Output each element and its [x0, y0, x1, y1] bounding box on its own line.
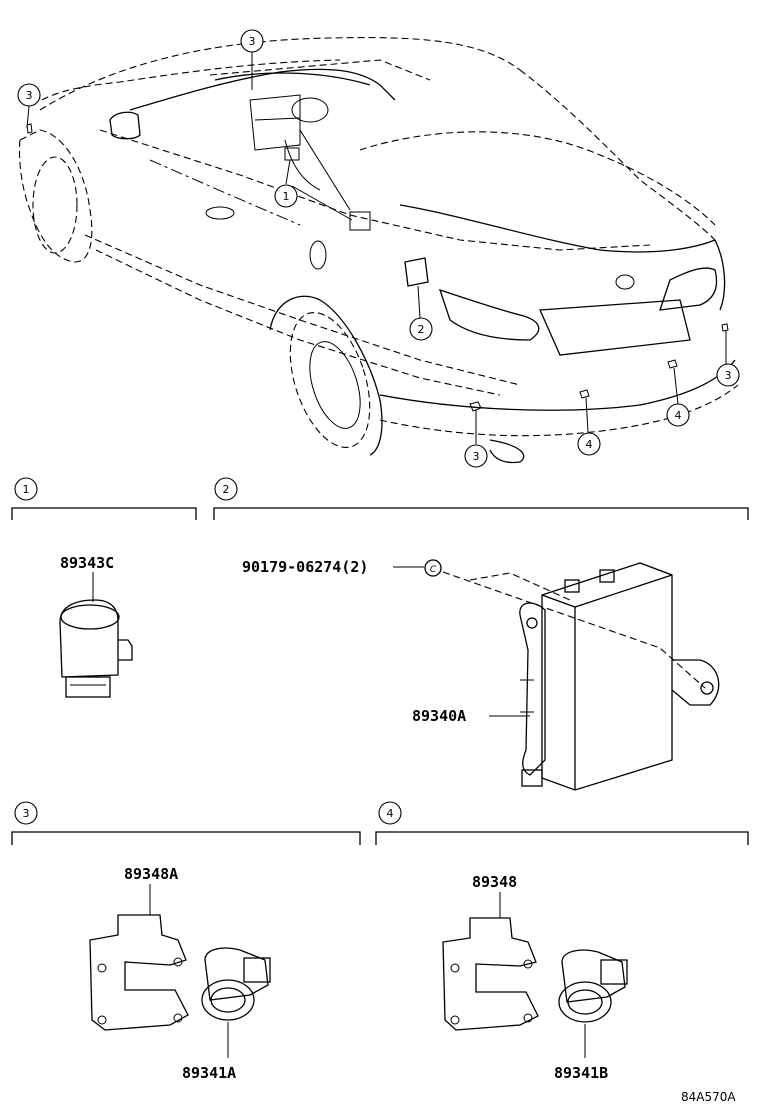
figure-code: 84A570A	[681, 1090, 736, 1104]
section-number: 3	[23, 807, 30, 820]
section-3: 3 89348A 89341A	[11, 801, 361, 1082]
callout-label: 3	[473, 450, 480, 463]
callout-1-car: 1	[274, 184, 298, 208]
sensor-retainer-part	[442, 917, 539, 1031]
callout-label: 1	[283, 190, 290, 203]
section-4: 4 89348 89341B	[375, 801, 749, 1082]
section-1: 1 89343C	[11, 477, 197, 698]
callout-label: 3	[249, 35, 256, 48]
illumination-sensor-part	[59, 599, 133, 698]
callout-4-rear-right: 4	[666, 403, 690, 427]
callout-2-car: 2	[409, 317, 433, 341]
parking-sensor-part	[558, 949, 628, 1023]
callout-label: 2	[418, 323, 425, 336]
ecu-part	[519, 562, 720, 791]
section-number: 1	[23, 483, 30, 496]
part-number-90179-06274[interactable]: 90179-06274(2)	[242, 558, 368, 576]
car-overview: 3 3 1 2 3 3 4 4	[17, 29, 740, 468]
callout-3-rear-left: 3	[464, 444, 488, 468]
callout-4-rear-center: 4	[577, 432, 601, 456]
part-number-89348[interactable]: 89348	[472, 873, 517, 891]
part-number-89348A[interactable]: 89348A	[124, 865, 178, 883]
svg-text:C: C	[430, 565, 437, 575]
section-number: 2	[223, 483, 230, 496]
sensor-retainer-part	[89, 914, 189, 1031]
parking-sensor-part	[201, 947, 271, 1021]
callout-label: 3	[26, 89, 33, 102]
part-number-89341A[interactable]: 89341A	[182, 1064, 236, 1082]
callout-label: 4	[586, 438, 593, 451]
callout-label: 3	[725, 369, 732, 382]
callout-3-rear-right: 3	[716, 363, 740, 387]
section-number: 4	[387, 807, 394, 820]
part-number-89340A[interactable]: 89340A	[412, 707, 466, 725]
callout-3-top: 3	[240, 29, 264, 53]
section-2: 2 90179-06274(2) C 89340A	[213, 477, 749, 791]
callout-3-front: 3	[17, 83, 41, 107]
part-number-89341B[interactable]: 89341B	[554, 1064, 608, 1082]
callout-label: 4	[675, 409, 682, 422]
part-number-89343C[interactable]: 89343C	[60, 554, 114, 572]
bolt-part: C	[424, 559, 442, 577]
